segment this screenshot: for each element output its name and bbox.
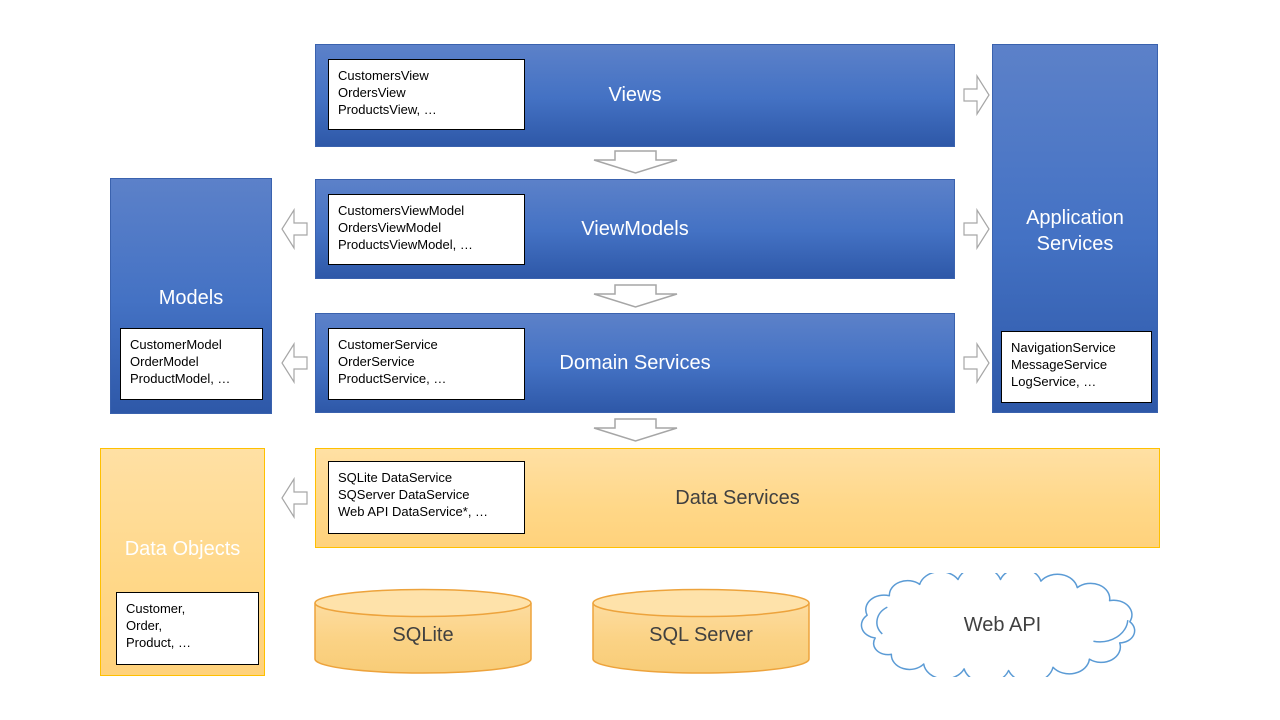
models-note: CustomerModel OrderModel ProductModel, … — [120, 328, 263, 400]
arrow-down-viewmodels-to-domain-icon — [593, 284, 678, 308]
note-line: Customer, — [126, 601, 186, 616]
arrow-down-views-to-viewmodels-icon — [593, 150, 678, 174]
arrow-left-domain-to-models-icon — [281, 341, 308, 385]
application-services-note: NavigationService MessageService LogServ… — [1001, 331, 1152, 403]
domain-services-title: Domain Services — [559, 351, 711, 374]
data-objects-title: Data Objects — [124, 538, 241, 560]
views-note: CustomersView OrdersView ProductsView, … — [328, 59, 525, 130]
web-api-label: Web API — [963, 613, 1042, 636]
arrow-left-viewmodels-to-models-icon — [281, 207, 308, 251]
viewmodels-title: ViewModels — [581, 217, 689, 240]
arrow-right-viewmodels-to-appservices-icon — [963, 207, 990, 251]
models-title: Models — [158, 287, 224, 309]
note-line: ProductsViewModel, … — [338, 237, 473, 252]
note-line: NavigationService — [1011, 340, 1116, 355]
sqlite-cylinder-icon — [314, 588, 532, 674]
views-title: Views — [608, 84, 662, 106]
arrow-right-views-to-appservices-icon — [963, 73, 990, 117]
note-line: LogService, … — [1011, 374, 1097, 389]
note-line: ProductService, … — [338, 371, 447, 386]
note-line: OrdersViewModel — [338, 220, 442, 235]
data-services-title: Data Services — [675, 486, 800, 509]
note-line: MessageService — [1011, 357, 1108, 372]
arrow-right-domain-to-appservices-icon — [963, 341, 990, 385]
sql-server-cylinder-icon — [592, 588, 810, 674]
note-line: Web API DataService*, … — [338, 504, 489, 519]
note-line: SQServer DataService — [338, 487, 470, 502]
note-line: CustomersViewModel — [338, 203, 465, 218]
sql-server-label: SQL Server — [649, 623, 753, 646]
note-line: OrdersView — [338, 85, 406, 100]
data-objects-note: Customer, Order, Product, … — [116, 592, 259, 665]
note-line: CustomersView — [338, 68, 429, 83]
note-line: OrderService — [338, 354, 415, 369]
note-line: Order, — [126, 618, 163, 633]
note-line: OrderModel — [130, 354, 199, 369]
note-line: ProductsView, … — [338, 102, 437, 117]
sqlite-label: SQLite — [392, 623, 454, 646]
note-line: CustomerModel — [130, 337, 222, 352]
application-services-title: Application Services — [1026, 207, 1124, 255]
web-api-cloud-icon — [855, 573, 1150, 677]
note-line: CustomerService — [338, 337, 438, 352]
domain-services-note: CustomerService OrderService ProductServ… — [328, 328, 525, 400]
note-line: ProductModel, … — [130, 371, 231, 386]
arrow-left-data-to-dataobjects-icon — [281, 476, 308, 520]
viewmodels-note: CustomersViewModel OrdersViewModel Produ… — [328, 194, 525, 265]
data-services-note: SQLite DataService SQServer DataService … — [328, 461, 525, 534]
note-line: SQLite DataService — [338, 470, 453, 485]
note-line: Product, … — [126, 635, 192, 650]
arrow-down-domain-to-data-icon — [593, 418, 678, 442]
